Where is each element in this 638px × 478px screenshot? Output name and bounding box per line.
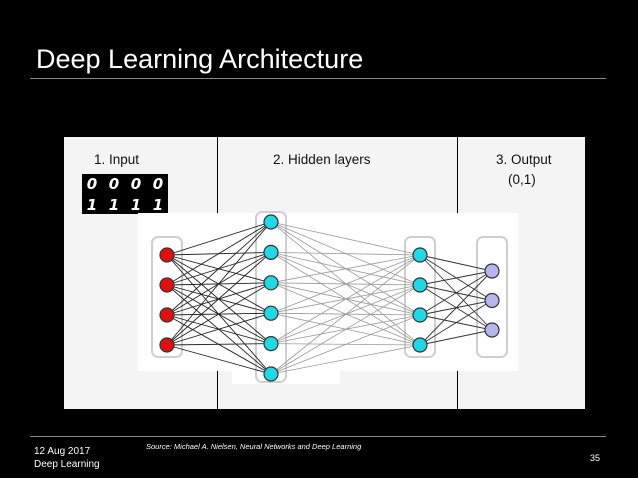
hidden-1-neuron (263, 214, 279, 230)
footer-divider (30, 436, 606, 437)
network-edge (270, 221, 421, 256)
network-edge (166, 252, 272, 346)
network-edge (166, 343, 272, 346)
digit-sample: 1 (108, 195, 120, 214)
digit-sample: 1 (130, 195, 142, 214)
network-edge (270, 254, 421, 375)
hidden-2-neuron (412, 337, 428, 353)
hidden-1-neuron (263, 305, 279, 321)
output-range-label: (0,1) (508, 172, 536, 187)
source-citation: Source: Michael A. Nielsen, Neural Netwo… (146, 442, 362, 451)
digit-sample: 0 (152, 174, 164, 193)
network-edge (166, 221, 272, 286)
output-label: 3. Output (496, 152, 552, 167)
network-edge (166, 221, 272, 346)
network-edge (166, 221, 272, 316)
input-neuron (159, 337, 175, 353)
hidden-2-neuron (412, 247, 428, 263)
input-neuron (159, 247, 175, 263)
input-layer-frame (151, 236, 183, 358)
network-edge (419, 270, 493, 346)
digit-sample: 0 (86, 174, 98, 193)
footer-course: Deep Learning (34, 459, 100, 470)
network-backdrop (138, 213, 518, 371)
network-edge (270, 254, 421, 284)
hidden-1-neuron (263, 366, 279, 382)
digit-sample: 0 (108, 174, 120, 193)
output-neuron (484, 263, 500, 279)
hidden-1-neuron (263, 244, 279, 261)
network-edge (166, 221, 272, 256)
hidden-2-neuron (412, 277, 428, 293)
network-edge (270, 254, 421, 314)
network-edge (270, 254, 421, 344)
output-neuron (484, 322, 500, 338)
hidden-layer-2-frame (404, 236, 436, 358)
hidden-layers-label: 2. Hidden layers (273, 152, 371, 167)
network-edge (419, 270, 493, 316)
network-edge (166, 282, 272, 346)
footer-date: 12 Aug 2017 (34, 446, 91, 457)
digit-sample: 0 (130, 174, 142, 193)
input-label: 1. Input (94, 152, 140, 167)
title-divider (30, 78, 606, 79)
network-edge (270, 252, 421, 256)
network-edge (419, 254, 493, 272)
network-edge (419, 300, 493, 346)
input-neuron (159, 277, 175, 293)
hidden-2-neuron (412, 307, 428, 323)
network-diagram-panel: 1. Input 2. Hidden layers 3. Output (0,1… (64, 137, 585, 409)
output-neuron (484, 292, 500, 309)
network-edge (270, 344, 421, 375)
network-edge (270, 314, 421, 375)
input-neuron (159, 307, 175, 323)
network-edges (166, 221, 493, 375)
network-edge (419, 270, 493, 286)
network-nodes (159, 214, 500, 382)
hidden-1-neuron (263, 275, 279, 291)
hidden-1-neuron (263, 336, 279, 352)
mnist-digit-samples: 0 0 0 0 1 1 1 1 (82, 174, 168, 214)
digit-sample: 1 (86, 195, 98, 214)
hidden-layer-1-frame (255, 211, 287, 383)
digit-sample: 1 (152, 195, 164, 214)
network-edge (166, 344, 272, 375)
neural-network-graph (138, 211, 518, 384)
network-edge (166, 312, 272, 346)
network-edge (270, 284, 421, 375)
page-number: 35 (590, 453, 601, 463)
network-edge (419, 329, 493, 346)
slide-title: Deep Learning Architecture (36, 44, 364, 74)
